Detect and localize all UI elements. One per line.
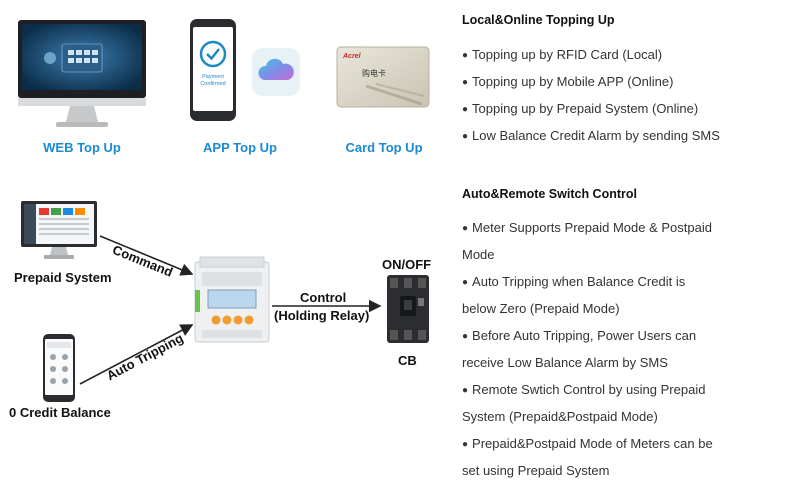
section2-bullet-line: Before Auto Tripping, Power Users can	[462, 323, 713, 350]
section2-bullet-line: Auto Tripping when Balance Credit is	[462, 269, 713, 296]
control-label: Control	[300, 290, 347, 305]
command-arrow	[99, 235, 194, 276]
section1-bullet: Topping up by RFID Card (Local)	[462, 42, 720, 69]
holding-relay-label: (Holding Relay)	[274, 308, 370, 323]
auto-tripping-arrow	[79, 324, 194, 385]
phone-image: Payment Confirmed	[189, 18, 237, 122]
card-logo: Acrel	[342, 53, 362, 60]
prepaid-system-monitor-image	[20, 200, 98, 262]
section2-bullet-line: Mode	[462, 247, 495, 262]
section2-bullet-line: receive Low Balance Alarm by SMS	[462, 355, 668, 370]
section2-bullet-line: below Zero (Prepaid Mode)	[462, 301, 620, 316]
cb-label: CB	[398, 353, 417, 368]
section2-heading: Auto&Remote Switch Control	[462, 187, 637, 201]
rfid-card-image: Acrel 购电卡	[336, 46, 430, 108]
section1-bullet: Low Balance Credit Alarm by sending SMS	[462, 123, 720, 150]
card-title: 购电卡	[362, 68, 386, 78]
payment-text: Payment	[202, 74, 224, 80]
web-monitor-image	[16, 18, 148, 130]
section1-heading: Local&Online Topping Up	[462, 13, 615, 27]
cloud-app-icon	[252, 48, 300, 96]
onoff-label: ON/OFF	[382, 257, 432, 272]
web-top-up-caption: WEB Top Up	[43, 140, 121, 155]
section2-bullet-list: Meter Supports Prepaid Mode & Postpaid M…	[462, 215, 713, 485]
section2-bullet-line: System (Prepaid&Postpaid Mode)	[462, 409, 658, 424]
section2-bullet-line: set using Prepaid System	[462, 463, 610, 478]
energy-meter-image	[194, 256, 270, 344]
section1-bullet-list: Topping up by RFID Card (Local) Topping …	[462, 42, 720, 150]
balance-phone-image	[42, 333, 76, 403]
circuit-breaker-image	[386, 274, 430, 344]
prepaid-system-label: Prepaid System	[14, 270, 112, 285]
section1-bullet: Topping up by Prepaid System (Online)	[462, 96, 720, 123]
section1-bullet: Topping up by Mobile APP (Online)	[462, 69, 720, 96]
section2-bullet-line: Remote Swtich Control by using Prepaid	[462, 377, 713, 404]
section2-bullet-line: Prepaid&Postpaid Mode of Meters can be	[462, 431, 713, 458]
section2-bullet-line: Meter Supports Prepaid Mode & Postpaid	[462, 215, 713, 242]
confirmed-text: Confirmed	[200, 81, 225, 87]
card-top-up-caption: Card Top Up	[345, 140, 423, 155]
credit-balance-label: 0 Credit Balance	[9, 405, 111, 420]
app-top-up-caption: APP Top Up	[203, 140, 277, 155]
arrows-layer	[79, 235, 382, 385]
